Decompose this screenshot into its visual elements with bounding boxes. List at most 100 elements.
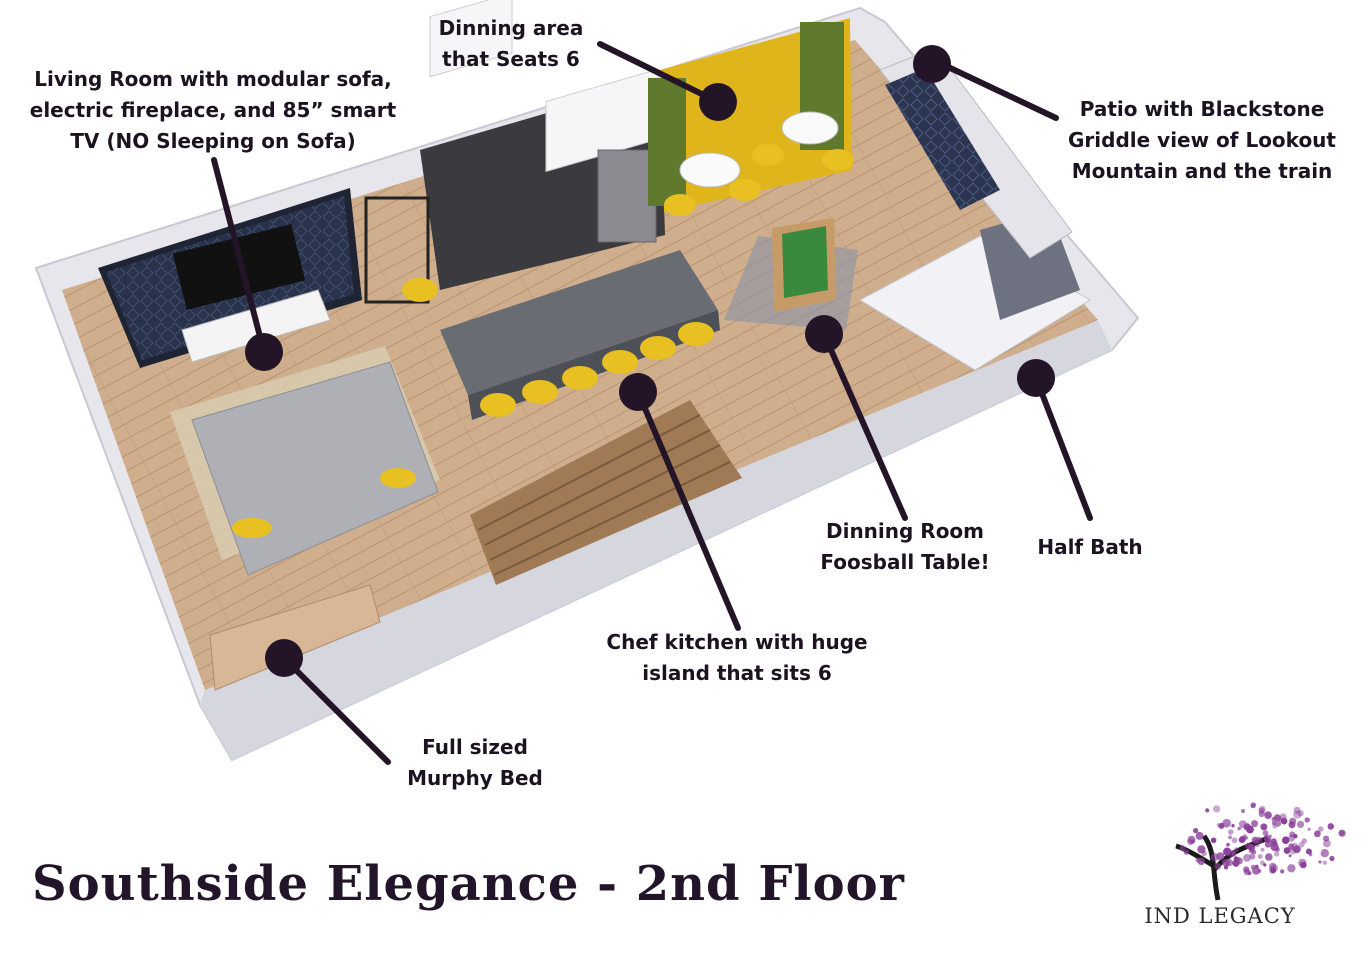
logo-dot: [1309, 852, 1313, 857]
logo-dot: [1251, 820, 1259, 828]
logo-dot: [1329, 855, 1335, 862]
throw-pillow: [380, 468, 416, 488]
logo-dot: [1210, 837, 1217, 844]
callout-line: electric fireplace, and 85” smart: [29, 98, 397, 122]
logo-dot: [1288, 854, 1292, 858]
logo-dot: [1250, 864, 1256, 870]
logo-dot: [1296, 820, 1305, 829]
logo-dot: [1263, 863, 1267, 867]
logo-dot: [1257, 854, 1263, 859]
logo-dot: [1234, 847, 1239, 852]
callout-line: Full sized: [422, 735, 528, 759]
callout-line: Dinning Room: [825, 519, 985, 543]
logo-dot: [1281, 836, 1290, 844]
callout-murphy-bed: Full sized Murphy Bed: [396, 732, 554, 794]
logo-dot: [1289, 817, 1297, 825]
logo-dot: [1280, 817, 1288, 825]
island-stools: [480, 322, 714, 417]
logo-dot: [1231, 824, 1235, 828]
refrigerator: [597, 149, 657, 243]
logo-dot: [1187, 835, 1196, 844]
plant-wall-left: [648, 78, 686, 206]
foosball-field: [782, 226, 828, 298]
logo-dot: [1262, 830, 1269, 836]
logo-dot: [1270, 838, 1277, 845]
logo-dot: [1287, 864, 1296, 873]
stair-steps: [477, 414, 731, 576]
logo-dot: [1238, 836, 1246, 843]
callout-line: Foosball Table!: [820, 550, 990, 574]
logo-dot: [1243, 854, 1251, 862]
marker-murphy-bed: [265, 639, 303, 677]
logo-dot: [1274, 851, 1280, 857]
callout-line: Chef kitchen with huge: [606, 630, 868, 654]
upper-cabinet-1: [429, 0, 513, 78]
logo-dot: [1240, 808, 1246, 814]
logo-dot: [1193, 828, 1199, 834]
logo-dot: [1320, 849, 1330, 858]
logo-dot: [1222, 818, 1231, 828]
page-title: Southside Elegance - 2nd Floor: [32, 856, 905, 912]
logo-dot: [1205, 808, 1210, 813]
logo-dot: [1197, 857, 1205, 866]
tree-logo-icon: [1175, 802, 1346, 901]
logo-dot: [1307, 827, 1311, 831]
logo-dot: [1260, 847, 1265, 852]
callout-foosball: Dinning Room Foosball Table!: [812, 516, 998, 578]
logo-dot: [1222, 858, 1230, 867]
logo-dot: [1318, 860, 1322, 864]
logo-dot: [1289, 847, 1297, 855]
kitchen-island: [440, 250, 718, 395]
callout-line: Murphy Bed: [407, 766, 543, 790]
logo-dot: [1298, 841, 1305, 848]
callout-line: Living Room with modular sofa,: [34, 67, 392, 91]
logo-dot: [1201, 850, 1207, 856]
callout-line: Dinning area: [438, 16, 584, 40]
logo-dot: [1293, 845, 1301, 854]
logo-dot: [1293, 834, 1298, 839]
logo-dot: [1283, 847, 1291, 854]
callout-line: island that sits 6: [642, 661, 832, 685]
dining-table: [679, 152, 741, 188]
logo-dot: [1251, 836, 1259, 844]
logo-dot: [1323, 839, 1331, 848]
logo-dot: [1288, 834, 1295, 842]
logo-dot: [1243, 868, 1251, 875]
logo-dot: [1232, 859, 1240, 867]
callout-line: Patio with Blackstone: [1079, 97, 1325, 121]
patio-tile: [885, 68, 1000, 210]
logo-dot: [1273, 814, 1281, 822]
logo-dot: [1213, 805, 1221, 813]
logo-dot: [1237, 826, 1241, 831]
logo-dot: [1265, 853, 1273, 861]
marker-foosball: [805, 315, 843, 353]
logo-dot: [1339, 831, 1345, 836]
logo-dot: [1223, 847, 1232, 856]
brand-name: IND LEGACY: [1144, 904, 1296, 928]
callout-line: Half Bath: [1037, 535, 1143, 559]
logo-dot: [1275, 847, 1280, 852]
logo-dot: [1216, 852, 1225, 861]
marker-living-room: [245, 333, 283, 371]
logo-dot: [1271, 821, 1276, 826]
logo-dot: [1288, 843, 1295, 850]
callout-line: Griddle view of Lookout: [1068, 128, 1336, 152]
logo-dot: [1218, 822, 1225, 829]
logo-dot: [1318, 826, 1324, 832]
callout-line: TV (NO Sleeping on Sofa): [70, 129, 356, 153]
logo-dot: [1258, 806, 1266, 813]
logo-dot: [1260, 860, 1265, 866]
callout-line: that Seats 6: [442, 47, 580, 71]
callout-patio: Patio with Blackstone Griddle view of Lo…: [1060, 94, 1344, 187]
marker-kitchen: [619, 373, 657, 411]
logo-dot: [1183, 849, 1190, 855]
logo-dot: [1231, 837, 1238, 844]
logo-dot: [1327, 823, 1335, 830]
dining-chairs: [402, 144, 854, 302]
logo-dot: [1195, 831, 1204, 840]
dining-table: [781, 111, 839, 145]
logo-dot: [1238, 820, 1247, 829]
logo-dot: [1304, 817, 1310, 823]
callout-markers: [245, 45, 1055, 677]
